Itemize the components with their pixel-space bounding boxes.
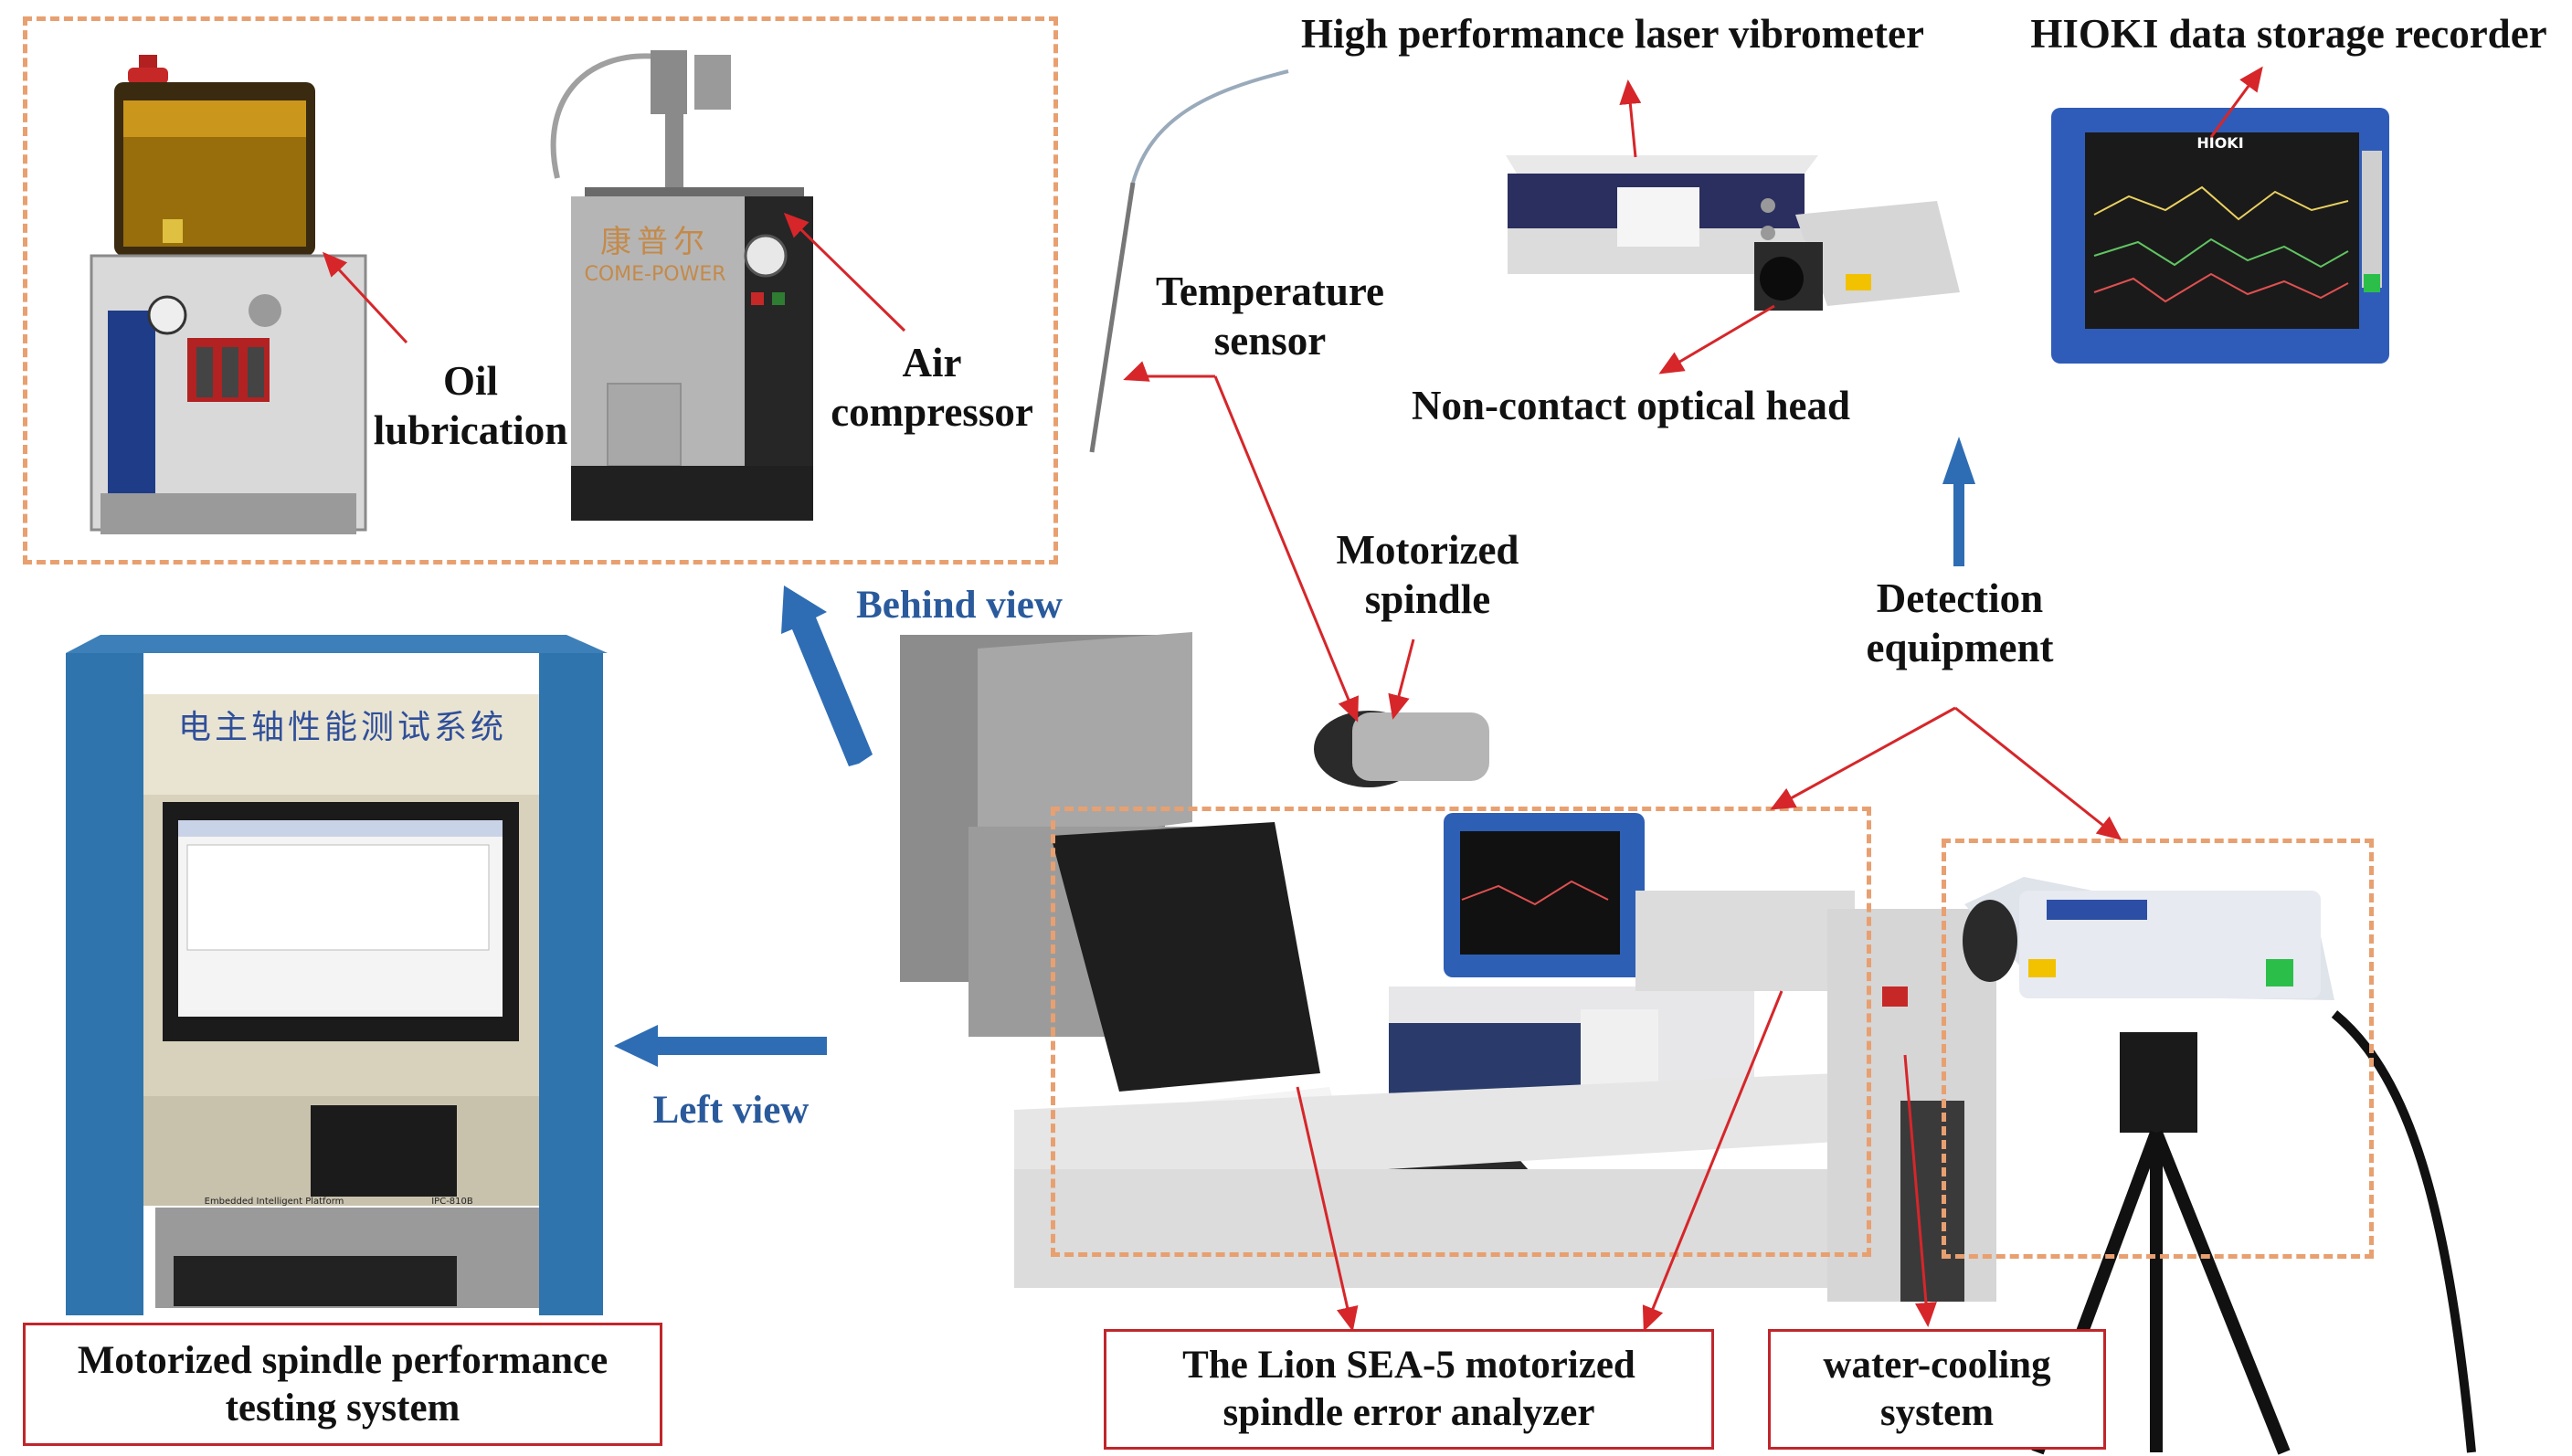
label-water-cooling-line2: system	[1879, 1391, 1995, 1434]
lubrication-compressor-dashed-box	[23, 16, 1058, 564]
red-arrow-hioki	[2209, 66, 2263, 138]
label-non-contact-head: Non-contact optical head	[1412, 383, 1850, 428]
label-air-compressor-line2: compressor	[831, 389, 1033, 435]
test-cabinet-photo	[66, 635, 608, 1315]
blue-arrow-up	[1942, 437, 1975, 566]
ipc-model: IPC-810B	[431, 1197, 473, 1207]
red-arrow-oil	[322, 251, 408, 344]
label-temperature-sensor-line1: Temperature	[1156, 269, 1384, 314]
label-behind-view: Behind view	[856, 584, 1063, 627]
compressor-brand-cn: 康普尔	[600, 224, 710, 260]
label-air-compressor: Air compressor	[813, 338, 1051, 437]
red-arrow-detect-left	[1770, 706, 1956, 810]
label-motorized-spindle-line1: Motorized	[1336, 527, 1519, 573]
red-arrow-spindle	[1388, 638, 1415, 720]
ipc-brand: Embedded Intelligent Platform	[204, 1197, 344, 1207]
red-arrow-analyzer-1	[1296, 1086, 1359, 1332]
label-error-analyzer-line1: The Lion SEA-5 motorized	[1182, 1344, 1635, 1387]
label-hioki-recorder: HIOKI data storage recorder	[2030, 11, 2547, 57]
red-arrow-water	[1903, 1054, 1937, 1327]
testing-system-label-box: Motorized spindle performance testing sy…	[23, 1323, 662, 1446]
red-arrow-temperature	[1123, 361, 1215, 382]
temperature-sensor-photo	[1089, 69, 1289, 453]
compressor-brand-en: COME-POWER	[584, 263, 726, 286]
label-testing-system-line2: testing system	[225, 1386, 460, 1430]
air-compressor-photo	[550, 50, 813, 521]
label-left-view: Left view	[652, 1089, 810, 1132]
hioki-brand: HIOKI	[2196, 134, 2244, 152]
label-temperature-sensor: Temperature sensor	[1133, 267, 1407, 365]
label-testing-system: Motorized spindle performance testing sy…	[78, 1337, 608, 1431]
analyzer-dashed-box	[1051, 807, 1871, 1257]
blue-arrow-left	[614, 1025, 827, 1067]
blue-arrow-behind	[781, 586, 873, 766]
label-detection-equipment-line2: equipment	[1866, 625, 2054, 670]
red-arrow-temp-to-spindle	[1213, 375, 1359, 723]
label-detection-equipment-line1: Detection	[1876, 575, 2044, 621]
label-water-cooling-line1: water-cooling	[1823, 1344, 2051, 1387]
label-testing-system-line1: Motorized spindle performance	[77, 1338, 609, 1382]
laser-vibrometer-photo	[1506, 155, 1960, 311]
label-motorized-spindle-line2: spindle	[1364, 576, 1491, 622]
error-analyzer-label-box: The Lion SEA-5 motorized spindle error a…	[1104, 1329, 1714, 1450]
label-oil-lubrication-line2: lubrication	[373, 407, 568, 453]
label-air-compressor-line1: Air	[902, 340, 962, 385]
label-oil-lubrication: Oil lubrication	[356, 356, 585, 455]
red-arrow-analyzer-2	[1642, 990, 1783, 1332]
red-arrow-optical-head	[1658, 304, 1775, 375]
water-cooling-label-box: water-cooling system	[1768, 1329, 2106, 1450]
label-error-analyzer-line2: spindle error analyzer	[1222, 1391, 1595, 1434]
red-arrow-air	[783, 212, 906, 332]
oil-lubrication-unit-photo	[90, 55, 367, 534]
label-laser-vibrometer: High performance laser vibrometer	[1301, 11, 1924, 57]
cabinet-title: 电主轴性能测试系统	[177, 709, 507, 746]
label-detection-equipment: Detection equipment	[1846, 574, 2074, 672]
label-motorized-spindle: Motorized spindle	[1316, 525, 1540, 624]
label-oil-lubrication-line1: Oil	[442, 358, 498, 404]
water-cooling-dashed-box	[1942, 839, 2374, 1259]
hioki-recorder-photo	[2051, 108, 2389, 364]
label-water-cooling: water-cooling system	[1823, 1342, 2050, 1436]
label-temperature-sensor-line2: sensor	[1213, 318, 1327, 364]
red-arrow-detect-right	[1954, 706, 2122, 840]
red-arrow-vibrometer	[1619, 79, 1642, 158]
label-error-analyzer: The Lion SEA-5 motorized spindle error a…	[1182, 1342, 1635, 1436]
